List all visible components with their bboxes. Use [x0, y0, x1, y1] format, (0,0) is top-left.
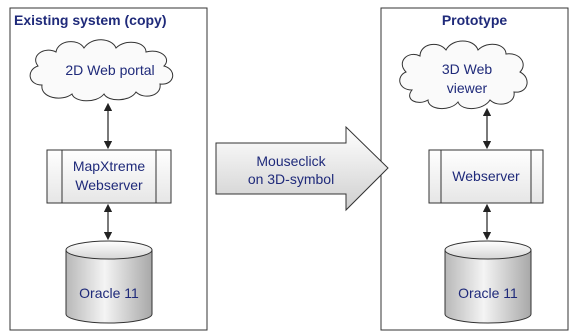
left-panel-title: Existing system (copy): [14, 12, 167, 28]
left-db-label: Oracle 11: [79, 285, 139, 301]
transition-arrow: [215, 125, 389, 212]
transition-label-line2: on 3D-symbol: [247, 171, 335, 187]
transition-label-line1: Mouseclick: [256, 153, 326, 169]
right-cloud-shape: [399, 40, 528, 109]
right-db-label: Oracle 11: [458, 285, 518, 301]
transition-label: Mouseclick on 3D-symbol: [216, 152, 366, 188]
right-server-label: Webserver: [452, 168, 520, 184]
left-cloud-label: 2D Web portal: [65, 62, 155, 78]
right-server-box: [428, 149, 544, 204]
left-server-label: MapXtreme Webserver: [62, 157, 156, 195]
left-cloud-shape: [29, 39, 174, 102]
left-server-label-line2: Webserver: [75, 177, 143, 193]
left-db-cylinder: [65, 249, 153, 324]
left-panel: [9, 7, 208, 331]
right-cloud-label: 3D Web viewer: [412, 60, 522, 98]
right-cloud-label-line2: viewer: [446, 80, 488, 96]
right-panel-title: Prototype: [441, 12, 508, 28]
right-cloud-label-line1: 3D Web: [441, 61, 493, 77]
left-server-label-line1: MapXtreme: [72, 158, 146, 174]
left-server-box: [46, 149, 172, 204]
right-db-cylinder: [444, 249, 532, 324]
right-panel: [380, 7, 569, 331]
